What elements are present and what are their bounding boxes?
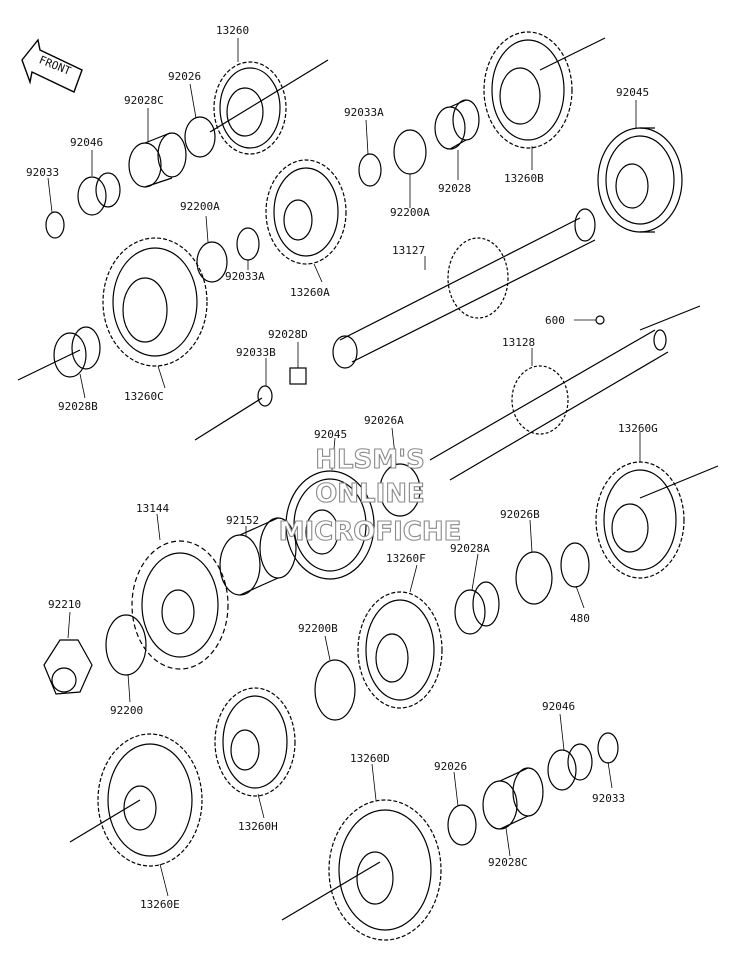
label-92200A-right: 92200A	[390, 206, 430, 219]
axis-line	[639, 465, 719, 499]
label-92045: 92045	[616, 86, 649, 99]
axis-line	[209, 59, 329, 133]
bearing-92045	[597, 127, 683, 233]
label-480: 480	[570, 612, 590, 625]
washer-92026B	[515, 551, 553, 605]
label-13127: 13127	[392, 244, 425, 257]
label-13260G: 13260G	[618, 422, 658, 435]
nut-92210	[43, 639, 93, 695]
watermark-line-1: HLSM'S	[315, 445, 425, 475]
label-13260A: 13260A	[290, 286, 330, 299]
axis-line	[17, 349, 81, 381]
bushing-92028	[434, 99, 480, 150]
shaft-13128	[429, 329, 669, 481]
gear-13260F	[357, 591, 443, 709]
label-92033-bottom: 92033	[592, 792, 625, 805]
gear-13260A	[265, 159, 347, 265]
needle-bearing-92046	[547, 743, 593, 791]
circlip-92033	[45, 211, 65, 239]
gear-13260E	[97, 733, 203, 867]
gear-13260C	[102, 237, 208, 367]
label-13260B: 13260B	[504, 172, 544, 185]
label-92033: 92033	[26, 166, 59, 179]
watermark-line-2: ONLINE	[315, 479, 425, 509]
axis-line	[539, 37, 606, 71]
gear-13260H	[214, 687, 296, 797]
label-92200B: 92200B	[298, 622, 338, 635]
part-labels: 13260 92026 92028C 92046 92033 92033A 92…	[26, 24, 658, 911]
bearing-92045	[285, 470, 375, 580]
circlip-92033B	[257, 385, 273, 407]
label-13260D: 13260D	[350, 752, 390, 765]
front-arrow-icon: FRONT	[21, 38, 83, 93]
label-13144: 13144	[136, 502, 169, 515]
washer-92026	[447, 804, 477, 846]
plug-600	[595, 315, 605, 325]
axis-line	[639, 305, 701, 331]
needle-bearing-92046	[77, 172, 121, 216]
circlip-92033A	[358, 153, 382, 187]
shaft-13127	[332, 208, 596, 369]
circlip-92033A	[236, 227, 260, 261]
sprocket-13144	[131, 540, 229, 670]
label-92028C-bottom: 92028C	[488, 856, 528, 869]
label-13260C: 13260C	[124, 390, 164, 403]
bushing-92028B	[53, 326, 101, 378]
circlip-92033	[597, 732, 619, 764]
label-13260E: 13260E	[140, 898, 180, 911]
gear-13260G	[595, 461, 685, 579]
circlip-480	[560, 542, 590, 588]
label-92045-mid: 92045	[314, 428, 347, 441]
washer-92200B	[314, 659, 356, 721]
label-13128: 13128	[502, 336, 535, 349]
label-92200: 92200	[110, 704, 143, 717]
label-92028: 92028	[438, 182, 471, 195]
label-92026-bottom: 92026	[434, 760, 467, 773]
label-13260F: 13260F	[386, 552, 426, 565]
gear-13260	[213, 61, 287, 155]
label-13260: 13260	[216, 24, 249, 37]
watermark-line-3: MICROFICHE	[279, 517, 462, 547]
label-92026B: 92026B	[500, 508, 540, 521]
label-92033B: 92033B	[236, 346, 276, 359]
label-92028A: 92028A	[450, 542, 490, 555]
bushing-92028C	[128, 132, 187, 188]
lockwasher-92200	[105, 614, 147, 676]
washer-92200A	[393, 129, 427, 175]
label-92028B: 92028B	[58, 400, 98, 413]
bushing-92028C	[482, 767, 544, 830]
label-13260H: 13260H	[238, 820, 278, 833]
label-92033A-mid: 92033A	[225, 270, 265, 283]
label-92200A-left: 92200A	[180, 200, 220, 213]
label-92152: 92152	[226, 514, 259, 527]
label-92028D: 92028D	[268, 328, 308, 341]
label-600: 600	[545, 314, 565, 327]
axis-line	[194, 397, 263, 441]
washer-92200A	[196, 241, 228, 283]
label-92046-bottom: 92046	[542, 700, 575, 713]
label-92028C: 92028C	[124, 94, 164, 107]
label-92046: 92046	[70, 136, 103, 149]
watermark: HLSM'S ONLINE MICROFICHE	[278, 444, 462, 547]
label-92026: 92026	[168, 70, 201, 83]
washer-92026	[184, 116, 216, 158]
label-92033A: 92033A	[344, 106, 384, 119]
gear-13260B	[483, 31, 573, 149]
gear-13260D	[328, 799, 442, 941]
bushing-92028A	[454, 581, 500, 635]
washer-92026A	[379, 463, 421, 517]
leader-lines	[47, 38, 641, 897]
label-92210: 92210	[48, 598, 81, 611]
pin-92028D	[289, 367, 307, 385]
label-92026A: 92026A	[364, 414, 404, 427]
axis-line	[69, 799, 141, 843]
